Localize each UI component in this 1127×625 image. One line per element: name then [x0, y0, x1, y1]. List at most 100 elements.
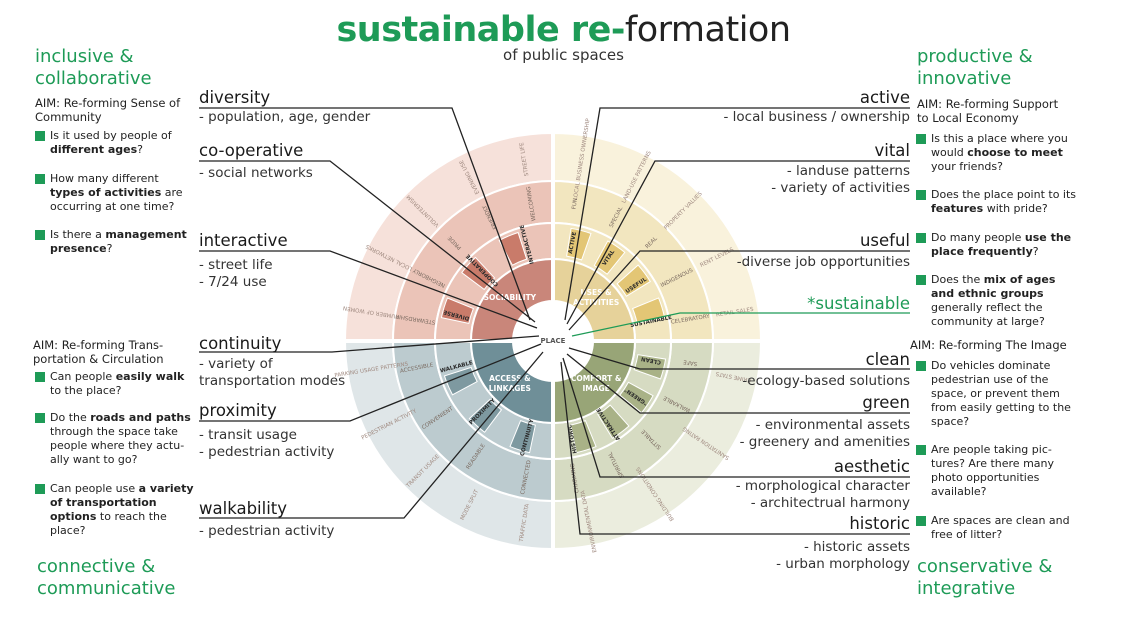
- keyword-word: aesthetic: [736, 457, 910, 477]
- keyword-word: historic: [776, 514, 910, 534]
- title-dark: formation: [625, 10, 791, 50]
- category-line: collaborative: [35, 68, 152, 90]
- keyword-word: continuity: [199, 334, 345, 354]
- keyword-interactive: interactive - street life - 7/24 use: [199, 231, 288, 291]
- aim-line: AIM: Re-forming Support: [917, 97, 1087, 111]
- question-item: Do many people use the place frequently?: [931, 231, 1081, 259]
- title-green: sustainable re-: [336, 10, 624, 50]
- keyword-historic: historic - historic assets - urban morph…: [776, 514, 910, 573]
- keyword-desc: - 7/24 use: [199, 274, 288, 291]
- question-text: Are people taking pic-tures? Are there m…: [931, 443, 1054, 498]
- category-line: innovative: [917, 68, 1033, 90]
- keyword-active: active - local business / ownership: [723, 88, 910, 126]
- keyword-word: co-operative: [199, 141, 313, 161]
- aim-line: AIM: Re-forming Sense of: [35, 96, 200, 110]
- question-text: Does the: [931, 273, 984, 286]
- category-bottom-right: conservative & integrative: [917, 556, 1052, 600]
- keyword-word: proximity: [199, 401, 334, 421]
- question-text: to the place?: [50, 384, 122, 397]
- keyword-desc: - urban morphology: [776, 556, 910, 573]
- category-line: connective &: [37, 556, 176, 578]
- keyword-desc: - pedestrian activity: [199, 444, 334, 461]
- wheel-center-label: PLACE: [541, 337, 566, 345]
- question-text: How many different: [50, 172, 159, 185]
- keyword-desc: - architectrual harmony: [736, 495, 910, 512]
- aim-transportation: AIM: Re-forming Trans- portation & Circu…: [33, 338, 203, 366]
- quadrant-name: ACCESS &: [489, 374, 531, 383]
- question-text: generally reflect the community at large…: [931, 301, 1045, 328]
- keyword-co-operative: co-operative - social networks: [199, 141, 313, 182]
- aim-local-economy: AIM: Re-forming Support to Local Economy: [917, 97, 1087, 125]
- category-line: conservative &: [917, 556, 1052, 578]
- aim-line: Community: [35, 110, 200, 124]
- question-item: Does the mix of ages and ethnic groups g…: [931, 273, 1081, 329]
- question-text: Can people: [50, 370, 116, 383]
- keyword-desc: -ecology-based solutions: [742, 373, 910, 390]
- keyword-desc: - variety of: [199, 356, 345, 373]
- category-line: integrative: [917, 578, 1052, 600]
- question-item: How many different types of activities a…: [50, 172, 190, 214]
- keyword-word: walkability: [199, 499, 334, 519]
- keyword-useful: useful -diverse job opportunities: [737, 231, 910, 271]
- keyword-walkability: walkability - pedestrian activity: [199, 499, 334, 540]
- question-item: Is this a place where you would choose t…: [931, 132, 1081, 174]
- aim-line: AIM: Re-forming Trans-: [33, 338, 203, 352]
- category-bottom-left: connective & communicative: [37, 556, 176, 600]
- question-text: Is it used by people of: [50, 129, 172, 142]
- keyword-desc: - transit usage: [199, 427, 334, 444]
- question-emphasis: different ages: [50, 143, 137, 156]
- question-item: Is it used by people of different ages?: [50, 129, 190, 157]
- keyword-desc: - social networks: [199, 165, 313, 182]
- keyword-desc: - variety of activities: [771, 180, 910, 197]
- keyword-desc: - landuse patterns: [771, 163, 910, 180]
- question-item: Do vehicles dominate pedestrian use of t…: [931, 359, 1081, 429]
- keyword-word: diversity: [199, 88, 370, 108]
- category-top-left: inclusive & collaborative: [35, 46, 152, 90]
- question-text: through the space take people where they…: [50, 425, 184, 466]
- keyword-word: *sustainable: [807, 294, 910, 314]
- question-text: Can people use: [50, 482, 139, 495]
- keyword-word: useful: [737, 231, 910, 251]
- keyword-desc: transportation modes: [199, 373, 345, 390]
- category-line: communicative: [37, 578, 176, 600]
- keyword-clean: clean -ecology-based solutions: [742, 350, 910, 390]
- question-text: Do many people: [931, 231, 1025, 244]
- keyword-word: vital: [771, 141, 910, 161]
- keyword-desc: - local business / ownership: [723, 109, 910, 126]
- question-text: your friends?: [931, 160, 1003, 173]
- question-item: Is there a management presence?: [50, 228, 195, 256]
- keyword-desc: - street life: [199, 257, 288, 274]
- keyword-desc: -diverse job opportunities: [737, 254, 910, 271]
- keyword-desc: - population, age, gender: [199, 109, 370, 126]
- question-text: with pride?: [983, 202, 1047, 215]
- aim-sense-of-community: AIM: Re-forming Sense of Community: [35, 96, 200, 124]
- category-line: inclusive &: [35, 46, 152, 68]
- question-emphasis: easily walk: [116, 370, 185, 383]
- category-line: productive &: [917, 46, 1033, 68]
- keyword-desc: - greenery and amenities: [740, 434, 910, 451]
- question-item: Can people easily walk to the place?: [50, 370, 195, 398]
- keyword-word: green: [740, 393, 910, 413]
- question-item: Do the roads and paths through the space…: [50, 411, 195, 467]
- keyword-desc: - environmental assets: [740, 417, 910, 434]
- category-top-right: productive & innovative: [917, 46, 1033, 90]
- keyword-diversity: diversity - population, age, gender: [199, 88, 370, 126]
- quadrant-name: COMFORT &: [571, 374, 622, 383]
- page-title: sustainable re-formation: [0, 10, 1127, 50]
- question-text: Do the: [50, 411, 90, 424]
- question-text: ?: [1033, 245, 1039, 258]
- question-emphasis: features: [931, 202, 983, 215]
- keyword-aesthetic: aesthetic - morphological character - ar…: [736, 457, 910, 512]
- question-text: Do vehicles dominate pedestrian use of t…: [931, 359, 1071, 428]
- question-text: Are spaces are clean and free of litter?: [931, 514, 1070, 541]
- keyword-vital: vital - landuse patterns - variety of ac…: [771, 141, 910, 197]
- keyword-proximity: proximity - transit usage - pedestrian a…: [199, 401, 334, 461]
- aim-line: portation & Circulation: [33, 352, 203, 366]
- question-text: Does the place point to its: [931, 188, 1076, 201]
- question-text: Is there a: [50, 228, 105, 241]
- keyword-word: interactive: [199, 231, 288, 251]
- keyword-desc: - historic assets: [776, 539, 910, 556]
- aim-image: AIM: Re-forming The Image: [910, 338, 1100, 352]
- question-item: Does the place point to its features wit…: [931, 188, 1081, 216]
